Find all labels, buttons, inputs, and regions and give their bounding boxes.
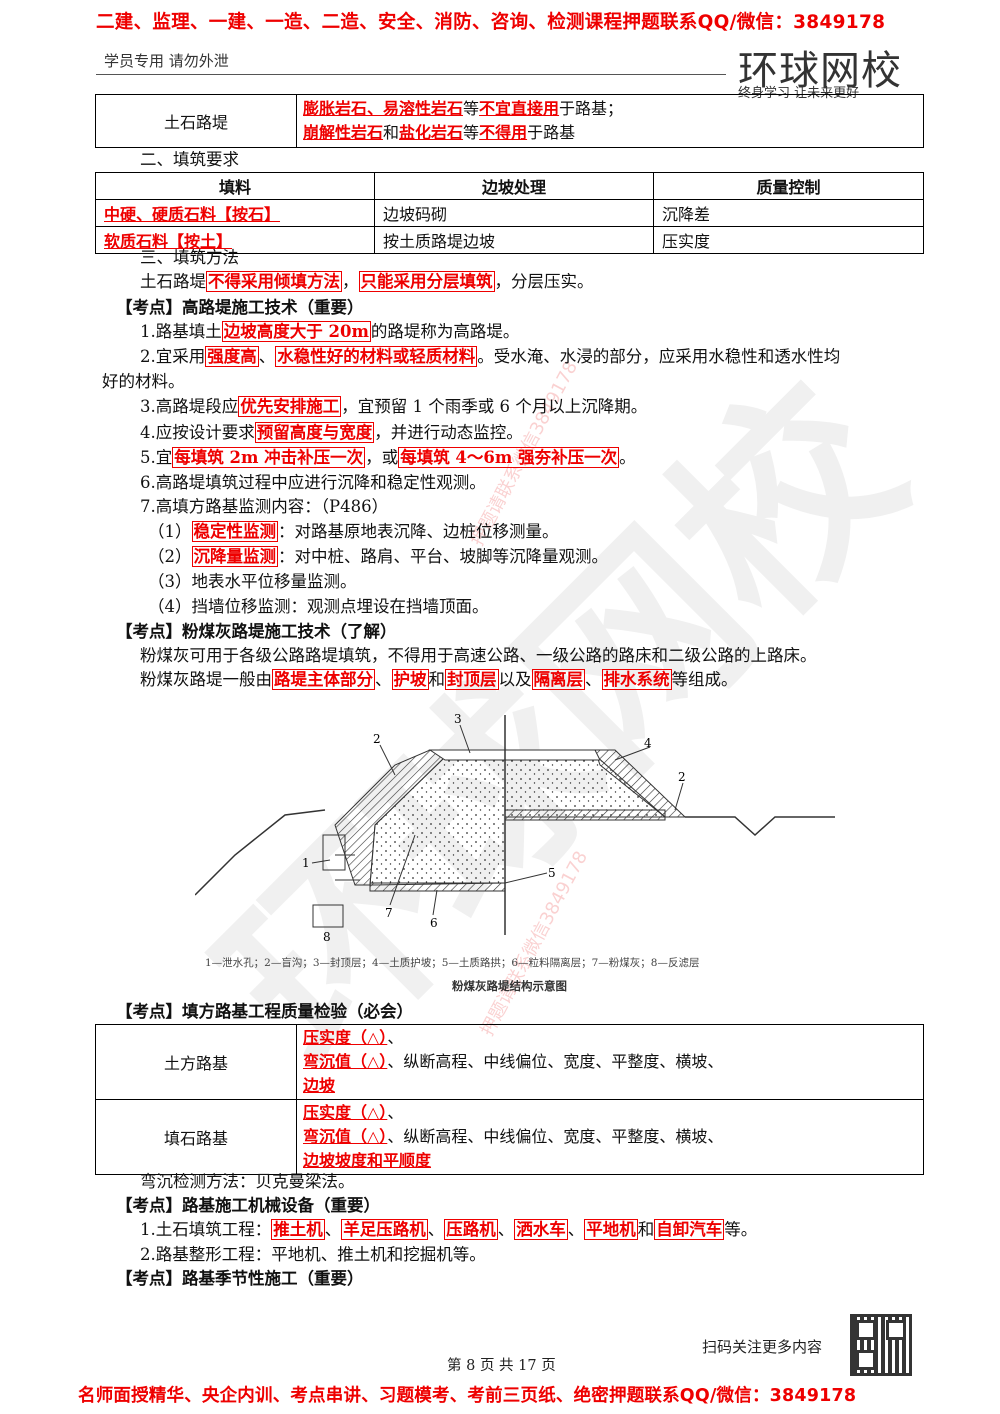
paragraph: 土石路堤不得采用倾填方法，只能采用分层填筑，分层压实。 bbox=[140, 271, 594, 292]
figure-number: 4 bbox=[644, 736, 652, 750]
header-note: 学员专用 请勿外泄 bbox=[104, 52, 229, 70]
kaodian-heading: 【考点】路基施工机械设备（重要） bbox=[116, 1196, 380, 1215]
kaodian-heading: 【考点】路基季节性施工（重要） bbox=[116, 1269, 364, 1288]
text: 等 bbox=[463, 123, 480, 142]
paragraph: 1.土石填筑工程：推土机、羊足压路机、压路机、洒水车、平地机和自卸汽车等。 bbox=[140, 1219, 758, 1240]
cell-label: 土方路基 bbox=[95, 1024, 297, 1100]
text: 、 bbox=[387, 1103, 404, 1122]
term: 膨胀岩石、易溶性岩石 bbox=[303, 99, 464, 118]
figure-number: 8 bbox=[323, 930, 331, 944]
col-header: 填料 bbox=[95, 172, 375, 200]
text: 、纵断高程、中线偏位、宽度、平整度、横坡、 bbox=[387, 1052, 724, 1071]
term: 压实度（△） bbox=[303, 1028, 388, 1047]
kaodian-heading: 【考点】填方路基工程质量检验（必会） bbox=[116, 1002, 413, 1021]
col-header: 质量控制 bbox=[653, 172, 924, 200]
paragraph: （3）地表水平位移量监测。 bbox=[148, 572, 357, 591]
cell: 边坡码砌 bbox=[374, 199, 654, 227]
term: 弯沉值（△） bbox=[303, 1052, 388, 1071]
paragraph: （4）挡墙位移监测：观测点埋设在挡墙顶面。 bbox=[148, 597, 489, 616]
cell: 软质石料【按土】 bbox=[104, 232, 233, 251]
paragraph: 5.宜每填筑 2m 冲击补压一次，或每填筑 4～6m 强夯补压一次。 bbox=[140, 447, 636, 468]
paragraph: （2）沉降量监测：对中桩、路肩、平台、坡脚等沉降量观测。 bbox=[148, 546, 608, 567]
figure-number: 2 bbox=[373, 732, 381, 746]
text: 等 bbox=[463, 99, 480, 118]
term: 崩解性岩石 bbox=[303, 123, 384, 142]
figure-number: 3 bbox=[454, 712, 462, 726]
term: 边坡 bbox=[303, 1076, 336, 1095]
kaodian-heading: 【考点】粉煤灰路堤施工技术（了解） bbox=[116, 622, 397, 641]
paragraph: 3.高路堤段应优先安排施工，宜预留 1 个雨季或 6 个月以上沉降期。 bbox=[140, 396, 648, 417]
term: 弯沉值（△） bbox=[303, 1127, 388, 1146]
logo: 环球网校 bbox=[738, 48, 902, 94]
fill-table: 填料 边坡处理 质量控制 中硬、硬质石料【按石】 边坡码砌 沉降差 软质石料【按… bbox=[95, 172, 924, 254]
section-heading: 二、填筑要求 bbox=[140, 150, 239, 169]
figure-number: 6 bbox=[430, 916, 438, 930]
term: 边坡坡度和平顺度 bbox=[303, 1151, 432, 1170]
page-number: 第 8 页 共 17 页 bbox=[447, 1358, 556, 1374]
kaodian-heading: 【考点】高路堤施工技术（重要） bbox=[116, 298, 364, 317]
cell: 沉降差 bbox=[653, 199, 924, 227]
figure-caption: 粉煤灰路堤结构示意图 bbox=[452, 979, 567, 993]
term: 压实度（△） bbox=[303, 1103, 388, 1122]
paragraph: 粉煤灰可用于各级公路路堤填筑，不得用于高速公路、一级公路的路床和二级公路的上路床… bbox=[140, 646, 817, 665]
paragraph: 2.宜采用强度高、水稳性好的材料或轻质材料。受水淹、水浸的部分，应采用水稳性和透… bbox=[140, 346, 841, 367]
footer-banner: 名师面授精华、央企内训、考点串讲、习题模考、考前三页纸、绝密押题联系QQ/微信：… bbox=[78, 1386, 857, 1406]
col-header: 边坡处理 bbox=[374, 172, 654, 200]
quality-table: 土方路基 压实度（△）、 弯沉值（△）、纵断高程、中线偏位、宽度、平整度、横坡、… bbox=[95, 1024, 924, 1175]
paragraph: 6.高路堤填筑过程中应进行沉降和稳定性观测。 bbox=[140, 473, 486, 492]
qr-code[interactable] bbox=[850, 1314, 912, 1376]
scan-text: 扫码关注更多内容 bbox=[702, 1338, 823, 1356]
figure-number: 1 bbox=[302, 856, 310, 870]
header-banner: 二建、监理、一建、一造、二造、安全、消防、咨询、检测课程押题联系QQ/微信：38… bbox=[96, 12, 886, 33]
paragraph: 7.高填方路基监测内容：（P486） bbox=[140, 497, 389, 516]
term: 不得用 bbox=[479, 123, 528, 142]
figure-number: 7 bbox=[385, 906, 393, 920]
text: 于路基； bbox=[559, 99, 624, 118]
paragraph: （1）稳定性监测：对路基原地表沉降、边桩位移测量。 bbox=[148, 521, 559, 542]
header-rule bbox=[96, 74, 726, 75]
embankment-diagram: 1 2 3 4 2 5 6 7 8 bbox=[195, 712, 835, 944]
cell-content: 膨胀岩石、易溶性岩石等不宜直接用于路基； 崩解性岩石和盐化岩石等不得用于路基 bbox=[296, 94, 924, 148]
text: 和 bbox=[383, 123, 400, 142]
text: 、纵断高程、中线偏位、宽度、平整度、横坡、 bbox=[387, 1127, 724, 1146]
paragraph: 粉煤灰路堤一般由路堤主体部分、护坡和封顶层以及隔离层、排水系统等组成。 bbox=[140, 669, 738, 690]
cell: 按土质路堤边坡 bbox=[374, 226, 654, 254]
term: 盐化岩石 bbox=[399, 123, 464, 142]
paragraph: 弯沉检测方法：贝克曼梁法。 bbox=[140, 1172, 355, 1191]
cell: 压实度 bbox=[653, 226, 924, 254]
top-table: 土石路堤 膨胀岩石、易溶性岩石等不宜直接用于路基； 崩解性岩石和盐化岩石等不得用… bbox=[95, 94, 924, 148]
text: 于路基 bbox=[527, 123, 576, 142]
cell: 中硬、硬质石料【按石】 bbox=[104, 205, 281, 224]
paragraph: 好的材料。 bbox=[102, 372, 185, 391]
paragraph: 4.应按设计要求预留高度与宽度，并进行动态监控。 bbox=[140, 422, 523, 443]
text: 、 bbox=[387, 1028, 404, 1047]
figure-legend: 1—泄水孔；2—盲沟；3—封顶层；4—土质护坡；5—土质路拱；6—粒料隔离层；7… bbox=[205, 957, 700, 969]
figure-number: 2 bbox=[678, 770, 686, 784]
section-heading: 三、填筑方法 bbox=[140, 248, 239, 267]
cell-label: 填石路基 bbox=[95, 1099, 297, 1175]
cell-label: 土石路堤 bbox=[95, 94, 297, 148]
term: 不宜直接用 bbox=[479, 99, 560, 118]
paragraph: 2.路基整形工程：平地机、推土机和挖掘机等。 bbox=[140, 1245, 486, 1264]
figure-number: 5 bbox=[548, 866, 556, 880]
